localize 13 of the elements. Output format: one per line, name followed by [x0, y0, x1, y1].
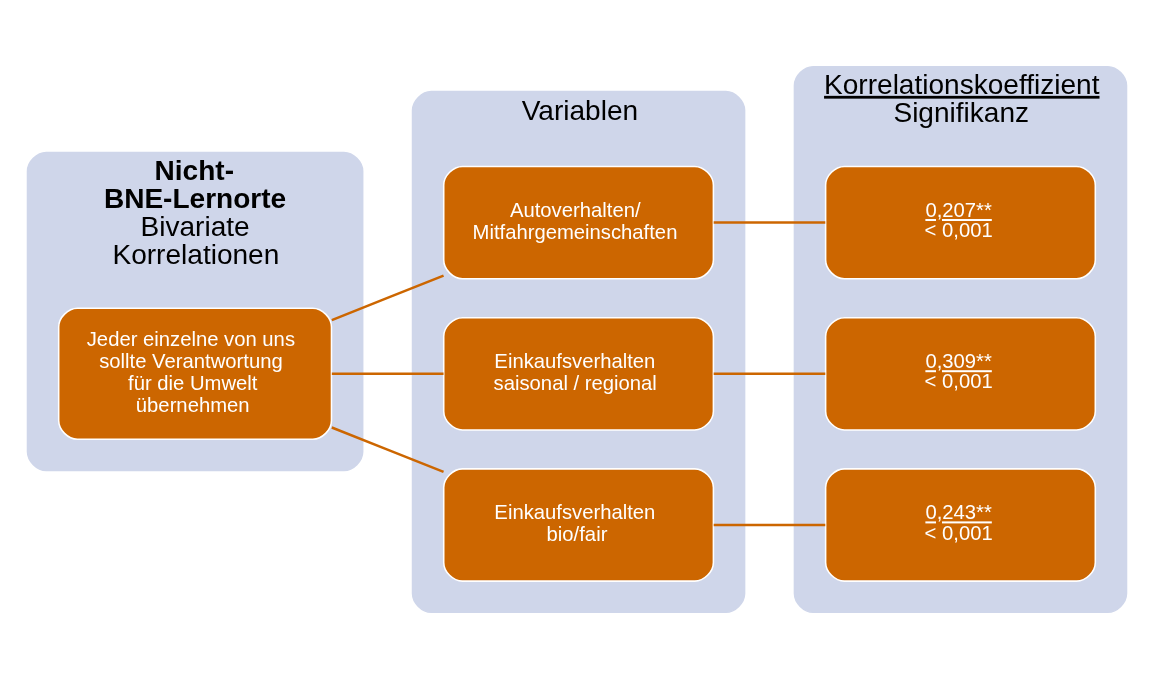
node-box: 0,243** < 0,001: [824, 468, 1097, 582]
connector: [331, 372, 444, 376]
node-box: Autoverhalten/ Mitfahrgemeinschaften: [442, 165, 715, 280]
node-box: 0,309** < 0,001: [824, 316, 1097, 431]
connector: [331, 274, 444, 322]
node-box: Jeder einzelne von uns sollte Verantwortung für die Umwelt übernehmen: [57, 307, 333, 441]
node-box: Einkaufsverhalten bio/fair: [442, 468, 715, 582]
node-box: 0,207** < 0,001: [824, 165, 1097, 280]
connector: [713, 523, 826, 527]
node-box: Einkaufsverhalten saisonal / regional: [442, 316, 715, 431]
connector: [331, 426, 444, 474]
connector: [713, 372, 826, 376]
connector: [713, 221, 826, 224]
